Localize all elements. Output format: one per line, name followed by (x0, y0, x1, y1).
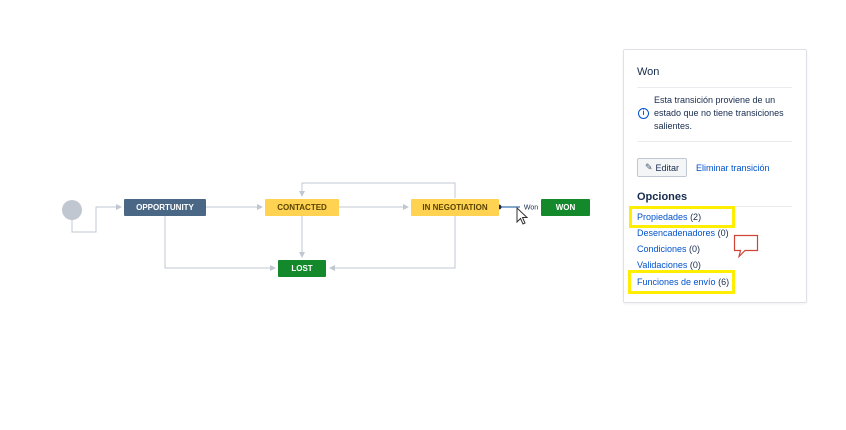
edit-button[interactable]: ✎ Editar (637, 158, 687, 177)
transition-lines (71, 182, 456, 271)
status-node-in-negotiation[interactable]: IN NEGOTIATION (411, 199, 499, 216)
option-properties: Propiedades (2) (637, 212, 701, 222)
option-properties-link[interactable]: Propiedades (637, 212, 688, 222)
transition-opportunity-lost[interactable] (164, 216, 276, 271)
pencil-icon: ✎ (644, 162, 653, 172)
start-node[interactable] (62, 200, 82, 220)
divider (637, 206, 792, 207)
status-label-won: WON (556, 203, 576, 212)
option-validators-count: (0) (689, 260, 701, 270)
option-triggers: Desencadenadores (0) (637, 228, 729, 238)
option-triggers-count: (0) (717, 228, 729, 238)
edit-button-label: Editar (655, 162, 680, 173)
option-post-functions-count: (6) (718, 277, 730, 287)
status-label-lost: LOST (291, 264, 312, 273)
mouse-cursor-icon (516, 207, 529, 225)
options-heading: Opciones (637, 191, 688, 203)
status-node-lost[interactable]: LOST (278, 260, 326, 277)
status-node-won[interactable]: WON (541, 199, 590, 216)
info-icon: i (638, 108, 649, 119)
option-triggers-link[interactable]: Desencadenadores (637, 228, 716, 238)
transition-won-label: Won (524, 205, 538, 212)
option-validators-link[interactable]: Validaciones (637, 260, 688, 270)
panel-title: Won (637, 66, 660, 78)
option-post-functions: Funciones de envío (6) (637, 277, 729, 287)
status-label-contacted: CONTACTED (277, 203, 327, 212)
transition-start-opportunity[interactable] (71, 204, 122, 233)
transition-negotiation-contacted[interactable] (299, 182, 456, 198)
divider (637, 87, 792, 88)
status-label-in-negotiation: IN NEGOTIATION (422, 203, 487, 212)
option-conditions-link[interactable]: Condiciones (637, 244, 687, 254)
status-node-contacted[interactable]: CONTACTED (265, 199, 339, 216)
option-validators: Validaciones (0) (637, 260, 701, 270)
divider (637, 141, 792, 142)
option-conditions: Condiciones (0) (637, 244, 700, 254)
transition-properties-panel: Won i Esta transición proviene de un est… (623, 49, 807, 303)
info-message: Esta transición proviene de un estado qu… (654, 95, 784, 131)
option-conditions-count: (0) (689, 244, 701, 254)
transition-negotiation-lost[interactable] (329, 216, 456, 271)
option-post-functions-link[interactable]: Funciones de envío (637, 277, 716, 287)
status-label-opportunity: OPPORTUNITY (136, 203, 194, 212)
delete-transition-link[interactable]: Eliminar transición (696, 163, 770, 173)
option-properties-count: (2) (690, 212, 702, 222)
comment-bubble-icon (733, 234, 759, 258)
status-node-opportunity[interactable]: OPPORTUNITY (124, 199, 206, 216)
